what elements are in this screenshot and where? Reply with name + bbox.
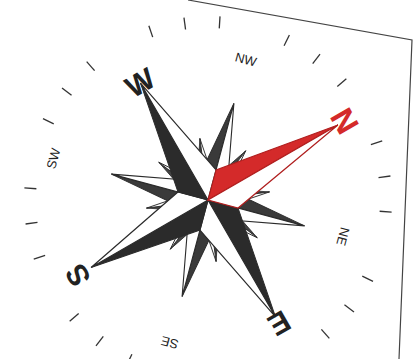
intercardinal-label: SW: [44, 147, 62, 171]
cardinal-label: N: [325, 103, 364, 139]
intercardinal-label: NE: [335, 226, 352, 247]
intercardinal-label: SE: [160, 334, 180, 351]
cardinal-label: E: [263, 305, 295, 341]
cardinal-label: S: [60, 259, 96, 291]
intercardinal-label: NW: [233, 51, 257, 69]
cardinal-label: W: [121, 63, 161, 103]
